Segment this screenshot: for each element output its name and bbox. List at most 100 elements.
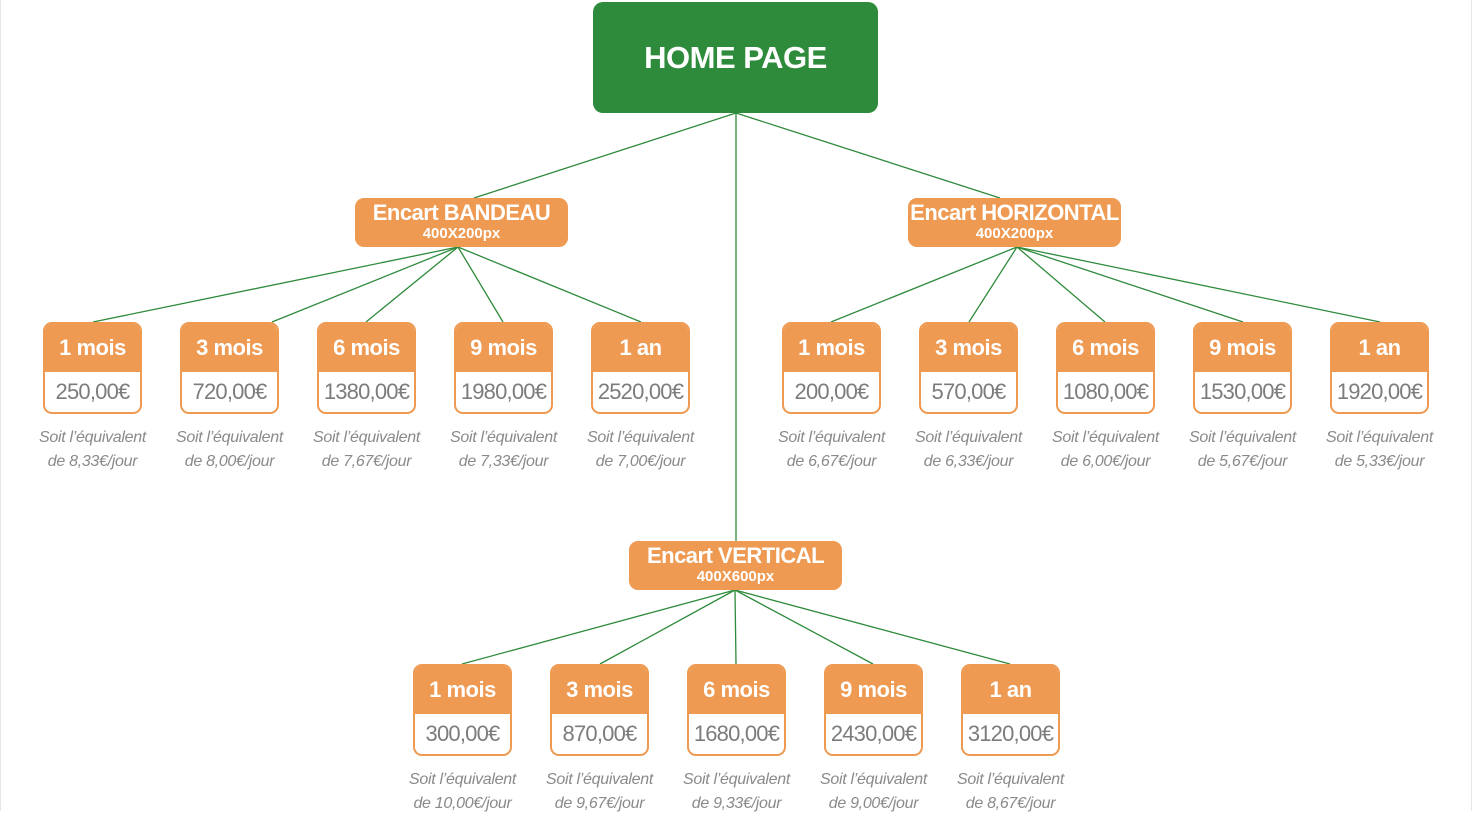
option-duration: 1 an (1332, 324, 1427, 372)
option-card: 3 mois 870,00€ (550, 664, 649, 756)
note-line-2: de 5,33€/jour (1334, 453, 1425, 470)
option-card: 6 mois 1680,00€ (687, 664, 786, 756)
connector-vertical-option (734, 589, 1011, 665)
option-price: 1080,00€ (1062, 379, 1149, 404)
note-line-1: Soit l’équivalent (915, 429, 1022, 446)
category-title: Encart BANDEAU (372, 200, 551, 225)
note-line-2: de 7,33€/jour (458, 453, 549, 470)
note-line-1: Soit l’équivalent (313, 429, 420, 446)
option-daily-note: Soit l’équivalent de 6,00€/jour (1025, 426, 1186, 474)
note-line-1: Soit l’équivalent (957, 771, 1064, 788)
connector-horizontal-option (968, 246, 1018, 323)
note-line-2: de 9,33€/jour (691, 795, 782, 812)
option-price: 1680,00€ (693, 721, 780, 746)
home-page-label: HOME PAGE (644, 39, 827, 75)
connector-bandeau-option (271, 246, 459, 323)
option-daily-note: Soit l’équivalent de 10,00€/jour (382, 768, 543, 816)
connector-bandeau-option (457, 246, 504, 323)
option-card: 3 mois 720,00€ (180, 322, 279, 414)
note-line-1: Soit l’équivalent (546, 771, 653, 788)
option-price: 250,00€ (55, 379, 131, 404)
connector-bandeau-option (365, 246, 459, 323)
note-line-2: de 10,00€/jour (413, 795, 512, 812)
note-line-1: Soit l’équivalent (450, 429, 557, 446)
option-duration: 1 an (963, 666, 1058, 714)
note-line-1: Soit l’équivalent (778, 429, 885, 446)
category-title: Encart HORIZONTAL (910, 200, 1119, 225)
note-line-1: Soit l’équivalent (1189, 429, 1296, 446)
note-line-1: Soit l’équivalent (176, 429, 283, 446)
option-price: 870,00€ (562, 721, 638, 746)
option-price: 1530,00€ (1199, 379, 1286, 404)
option-daily-note: Soit l’équivalent de 5,67€/jour (1162, 426, 1323, 474)
option-card: 1 an 2520,00€ (591, 322, 690, 414)
home-page-node: HOME PAGE (593, 2, 878, 113)
option-duration: 6 mois (689, 666, 784, 714)
option-card: 1 mois 250,00€ (43, 322, 142, 414)
note-line-1: Soit l’équivalent (39, 429, 146, 446)
connector-horizontal-option (1016, 246, 1106, 323)
option-duration: 3 mois (552, 666, 647, 714)
option-card: 3 mois 570,00€ (919, 322, 1018, 414)
connector-vertical-option (734, 589, 874, 665)
option-card: 6 mois 1380,00€ (317, 322, 416, 414)
option-daily-note: Soit l’équivalent de 5,33€/jour (1299, 426, 1460, 474)
option-card: 9 mois 1980,00€ (454, 322, 553, 414)
connector-vertical-option (461, 589, 736, 665)
note-line-2: de 5,67€/jour (1197, 453, 1288, 470)
option-duration: 1 mois (415, 666, 510, 714)
option-price: 570,00€ (931, 379, 1007, 404)
note-line-2: de 7,67€/jour (321, 453, 412, 470)
category-bandeau: Encart BANDEAU 400X200px (355, 198, 568, 247)
note-line-1: Soit l’équivalent (1326, 429, 1433, 446)
option-price: 720,00€ (192, 379, 268, 404)
option-duration: 1 an (593, 324, 688, 372)
category-horizontal: Encart HORIZONTAL 400X200px (908, 198, 1121, 247)
note-line-1: Soit l’équivalent (1052, 429, 1159, 446)
category-size: 400X600px (696, 568, 775, 585)
option-bandeau-9-mois: 9 mois 1980,00€ Soit l’équivalent de 7,33… (450, 322, 557, 470)
option-card: 1 an 3120,00€ (961, 664, 1060, 756)
note-line-1: Soit l’équivalent (409, 771, 516, 788)
option-horizontal-3-mois: 3 mois 570,00€ Soit l’équivalent de 6,33€… (915, 322, 1022, 470)
option-daily-note: Soit l’équivalent de 9,33€/jour (656, 768, 817, 816)
option-price: 1980,00€ (460, 379, 547, 404)
note-line-1: Soit l’équivalent (683, 771, 790, 788)
option-duration: 9 mois (826, 666, 921, 714)
option-daily-note: Soit l’équivalent de 9,67€/jour (519, 768, 680, 816)
option-daily-note: Soit l’équivalent de 6,67€/jour (751, 426, 912, 474)
option-card: 9 mois 2430,00€ (824, 664, 923, 756)
option-price: 1380,00€ (323, 379, 410, 404)
option-horizontal-6-mois: 6 mois 1080,00€ Soit l’équivalent de 6,00… (1052, 322, 1159, 470)
option-card: 6 mois 1080,00€ (1056, 322, 1155, 414)
option-duration: 6 mois (1058, 324, 1153, 372)
note-line-2: de 6,67€/jour (786, 453, 877, 470)
note-line-2: de 9,67€/jour (554, 795, 645, 812)
option-price: 1920,00€ (1336, 379, 1423, 404)
option-price: 2430,00€ (830, 721, 917, 746)
option-duration: 3 mois (921, 324, 1016, 372)
connector-bandeau-option (457, 246, 642, 323)
note-line-2: de 6,00€/jour (1060, 453, 1151, 470)
option-bandeau-6-mois: 6 mois 1380,00€ Soit l’équivalent de 7,67… (313, 322, 420, 470)
option-duration: 9 mois (456, 324, 551, 372)
note-line-1: Soit l’équivalent (587, 429, 694, 446)
category-size: 400X200px (975, 225, 1054, 242)
connector-horizontal-option (830, 246, 1018, 323)
note-line-2: de 6,33€/jour (923, 453, 1014, 470)
connector-home-horizontal (735, 112, 1001, 199)
category-title: Encart VERTICAL (646, 543, 825, 568)
